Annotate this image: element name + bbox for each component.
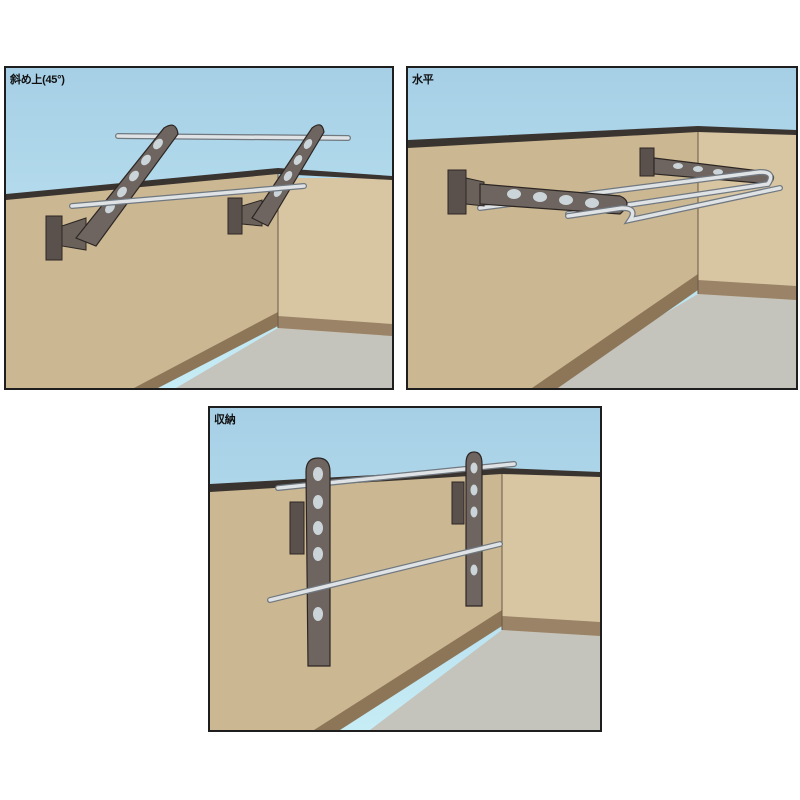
baseboard-front bbox=[532, 274, 698, 388]
floor bbox=[176, 328, 392, 388]
bracket-left bbox=[447, 169, 628, 215]
baseboard-front bbox=[314, 610, 502, 730]
tilt-scene bbox=[6, 68, 392, 388]
bracket-right bbox=[227, 124, 325, 235]
panel-label-horizontal: 水平 bbox=[412, 74, 434, 86]
wall-top-edge bbox=[408, 126, 796, 148]
horizontal-scene bbox=[408, 68, 796, 388]
bracket-right bbox=[451, 451, 483, 607]
panel-label-storage: 収納 bbox=[214, 414, 236, 426]
floor bbox=[538, 294, 796, 388]
floor bbox=[370, 630, 600, 730]
baseboard-front bbox=[134, 312, 278, 388]
panel-horizontal: 水平 bbox=[406, 66, 798, 390]
baseboard-right bbox=[278, 316, 392, 336]
baseboard-right bbox=[502, 616, 600, 636]
panel-label-tilt: 斜め上(45°) bbox=[10, 74, 65, 86]
storage-scene bbox=[210, 408, 600, 730]
panel-tilt-45: 斜め上(45°) bbox=[4, 66, 394, 390]
baseboard-right bbox=[698, 280, 796, 300]
panel-storage: 収納 bbox=[208, 406, 602, 732]
front-wall bbox=[210, 472, 502, 730]
bracket-left bbox=[289, 457, 331, 667]
